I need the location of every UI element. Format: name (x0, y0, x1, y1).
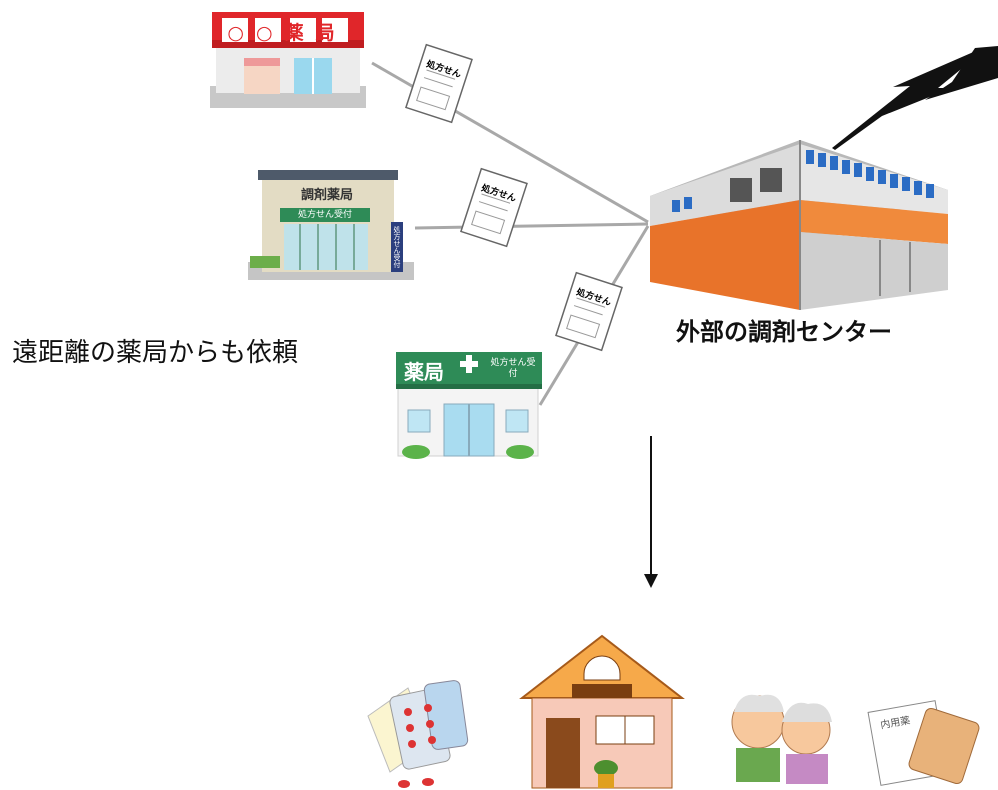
lightning-bolt-icon (832, 48, 990, 150)
bottom-pharmacy-subsign: 処方せん受付 (490, 358, 536, 379)
top-pharmacy-sign: ○○薬局 (227, 21, 347, 44)
bottom-pharmacy-sign: 薬局 (404, 360, 444, 384)
prescription-paper-1 (405, 43, 473, 124)
pharmacy-bottom (396, 352, 542, 459)
dispensing-center-building (650, 140, 948, 310)
flow-arrow-head (644, 574, 658, 588)
prescription-paper-2 (460, 167, 528, 248)
middle-pharmacy-subsign: 処方せん受付 (297, 210, 352, 220)
center-caption: 外部の調剤センター (676, 318, 892, 346)
elderly-couple-icon (731, 694, 832, 784)
line-middle-pharmacy (414, 222, 649, 230)
medicine-bag-icon (867, 700, 980, 786)
remote-request-caption: 遠距離の薬局からも依頼 (12, 338, 299, 368)
medicine-blister-packs-icon (367, 680, 469, 788)
middle-pharmacy-side-sign: 処方せん受付 (393, 226, 401, 268)
middle-pharmacy-sign: 調剤薬局 (300, 188, 353, 203)
pharmacy-middle (248, 170, 414, 280)
house-icon (519, 634, 685, 789)
pharmacy-top (210, 12, 366, 108)
prescription-paper-3 (555, 271, 623, 352)
